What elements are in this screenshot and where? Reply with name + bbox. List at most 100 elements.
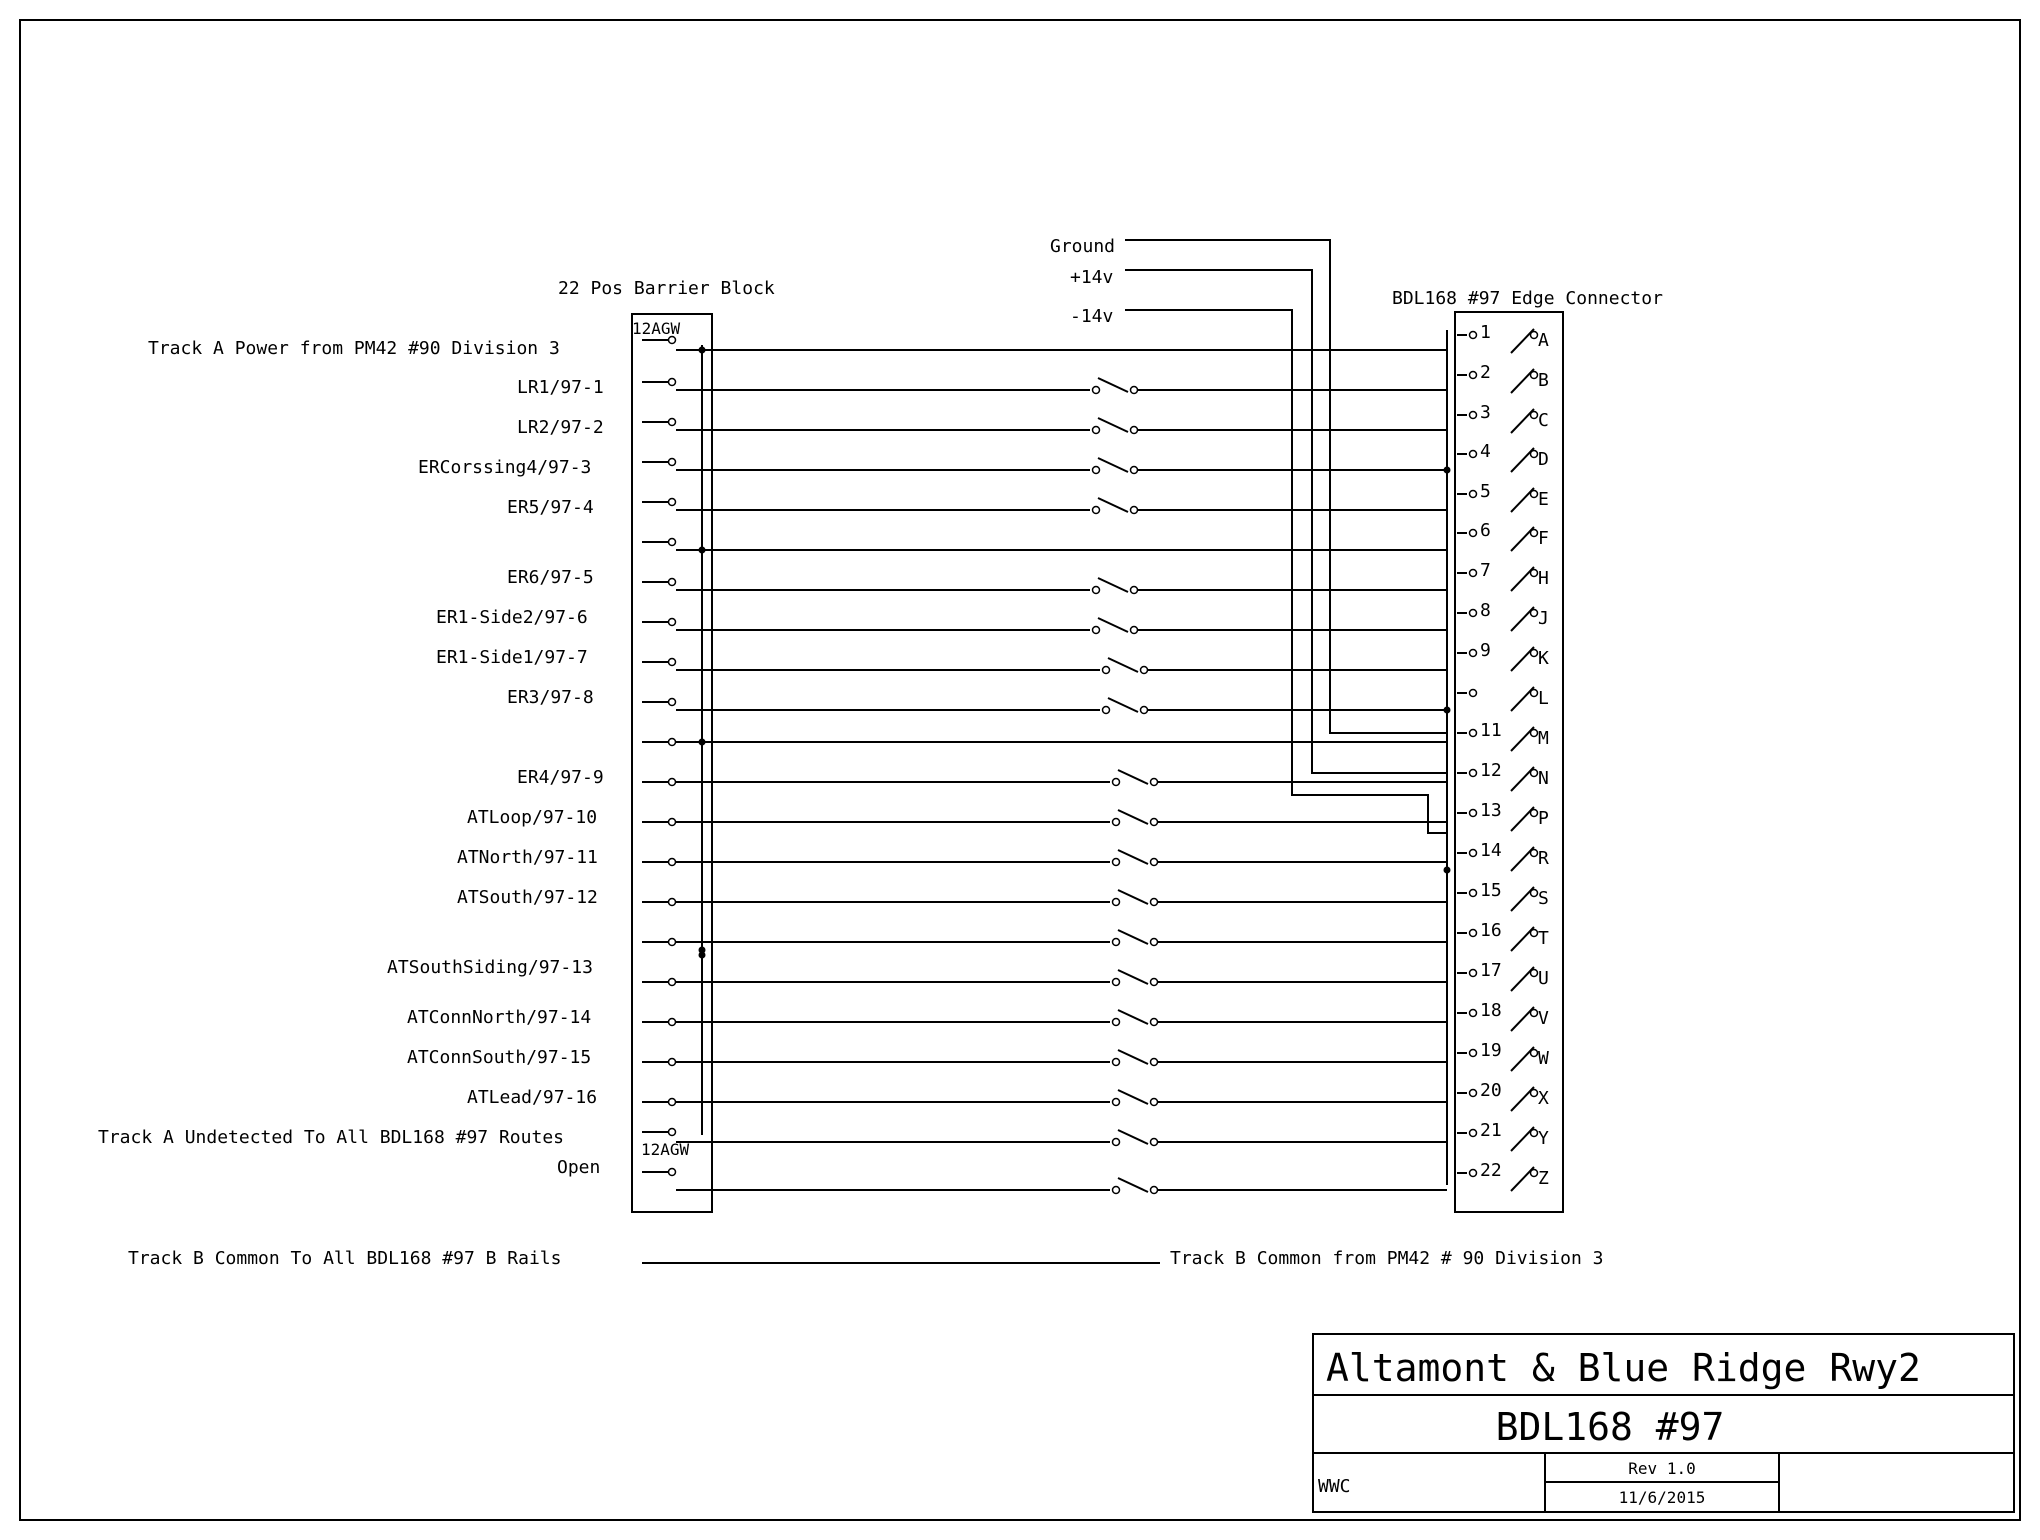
switch-right-19 — [1149, 1057, 1159, 1067]
pin-number-17: 17 — [1480, 960, 1502, 981]
pin-contact-b-8 — [1529, 608, 1539, 618]
pin-contact-11 — [1468, 728, 1478, 738]
terminal-8 — [667, 617, 677, 627]
title-date: 11/6/2015 — [1619, 1488, 1706, 1507]
switch-blade-7 — [1097, 577, 1129, 593]
terminal-11 — [667, 737, 677, 747]
switch-right-22 — [1149, 1185, 1159, 1195]
pin-contact-b-14 — [1529, 848, 1539, 858]
terminal-13 — [667, 817, 677, 827]
pin-switch-4 — [1510, 447, 1535, 473]
pin-letter-11: M — [1538, 728, 1549, 749]
power-label-ground: Ground — [1050, 236, 1115, 257]
bus-junction-5 — [698, 951, 706, 959]
pin-contact-18 — [1468, 1008, 1478, 1018]
wire-label-er6: ER6/97-5 — [507, 567, 594, 588]
wire-label-er1-side1: ER1-Side1/97-7 — [436, 647, 588, 668]
wire-label-atsouthsiding: ATSouthSiding/97-13 — [387, 957, 593, 978]
pin-number-18: 18 — [1480, 1000, 1502, 1021]
power-label-plus14: +14v — [1070, 267, 1113, 288]
switch-right-10 — [1139, 705, 1149, 715]
power-label-minus14: -14v — [1070, 306, 1113, 327]
switch-blade-21 — [1117, 1129, 1149, 1145]
pin-number-2: 2 — [1480, 362, 1491, 383]
wire-label-atconnnorth: ATConnNorth/97-14 — [407, 1007, 591, 1028]
pin-number-15: 15 — [1480, 880, 1502, 901]
pin-contact-16 — [1468, 928, 1478, 938]
switch-left-14 — [1111, 857, 1121, 867]
wire-label-open: Open — [557, 1157, 600, 1178]
pin-contact-1 — [1468, 330, 1478, 340]
connector-junction-3 — [1443, 866, 1451, 874]
pin-letter-14: R — [1538, 848, 1549, 869]
barrier-block-title: 22 Pos Barrier Block — [558, 278, 775, 299]
switch-left-3 — [1091, 425, 1101, 435]
pin-letter-21: Y — [1538, 1128, 1549, 1149]
switch-left-5 — [1091, 505, 1101, 515]
switch-blade-16 — [1117, 929, 1149, 945]
pin-letter-5: E — [1538, 489, 1549, 510]
pin-contact-b-7 — [1529, 568, 1539, 578]
power-wire-ground — [1125, 239, 1447, 734]
switch-right-14 — [1149, 857, 1159, 867]
wire-label-atloop: ATLoop/97-10 — [467, 807, 597, 828]
bus-junction-1 — [698, 346, 706, 354]
wire-label-atconnsouth: ATConnSouth/97-15 — [407, 1047, 591, 1068]
pin-switch-9 — [1510, 646, 1535, 672]
terminal-2 — [667, 377, 677, 387]
switch-right-18 — [1149, 1017, 1159, 1027]
pin-contact-b-6 — [1529, 528, 1539, 538]
pin-switch-14 — [1510, 846, 1535, 872]
switch-right-9 — [1139, 665, 1149, 675]
connector-junction-2 — [1443, 706, 1451, 714]
switch-blade-4 — [1097, 457, 1129, 473]
pin-contact-b-2 — [1529, 370, 1539, 380]
switch-left-15 — [1111, 897, 1121, 907]
switch-left-9 — [1101, 665, 1111, 675]
pin-switch-1 — [1510, 328, 1535, 354]
pin-contact-b-21 — [1529, 1128, 1539, 1138]
terminal-14 — [667, 857, 677, 867]
pin-switch-20 — [1510, 1086, 1535, 1112]
pin-switch-11 — [1510, 726, 1535, 752]
pin-contact-3 — [1468, 410, 1478, 420]
pin-number-3: 3 — [1480, 402, 1491, 423]
wire-label-er5: ER5/97-4 — [507, 497, 594, 518]
edge-connector-title: BDL168 #97 Edge Connector — [1392, 288, 1663, 309]
connector-junction-1 — [1443, 466, 1451, 474]
pin-contact-b-4 — [1529, 449, 1539, 459]
pin-contact-b-15 — [1529, 888, 1539, 898]
wire-label-atlead: ATLead/97-16 — [467, 1087, 597, 1108]
switch-left-20 — [1111, 1097, 1121, 1107]
pin-letter-19: W — [1538, 1048, 1549, 1069]
terminal-12 — [667, 777, 677, 787]
terminal-22 — [667, 1167, 677, 1177]
switch-blade-9 — [1107, 657, 1139, 673]
pin-contact-14 — [1468, 848, 1478, 858]
title-author: WWC — [1318, 1476, 1351, 1497]
pin-contact-b-22 — [1529, 1168, 1539, 1178]
track-b-left-label: Track B Common To All BDL168 #97 B Rails — [128, 1248, 561, 1269]
pin-contact-b-16 — [1529, 928, 1539, 938]
pin-letter-17: U — [1538, 968, 1549, 989]
pin-contact-13 — [1468, 808, 1478, 818]
title-revision: Rev 1.0 — [1628, 1459, 1695, 1478]
terminal-15 — [667, 897, 677, 907]
pin-contact-b-17 — [1529, 968, 1539, 978]
pin-contact-b-10 — [1529, 688, 1539, 698]
pin-letter-22: Z — [1538, 1168, 1549, 1189]
pin-letter-20: X — [1538, 1088, 1549, 1109]
terminal-7 — [667, 577, 677, 587]
terminal-6 — [667, 537, 677, 547]
pin-contact-9 — [1468, 648, 1478, 658]
switch-blade-19 — [1117, 1049, 1149, 1065]
title-company: Altamont & Blue Ridge Rwy2 — [1326, 1346, 1921, 1390]
pin-contact-b-12 — [1529, 768, 1539, 778]
switch-blade-18 — [1117, 1009, 1149, 1025]
title-drawing: BDL168 #97 — [1496, 1405, 1725, 1449]
switch-blade-8 — [1097, 617, 1129, 633]
pin-contact-8 — [1468, 608, 1478, 618]
junction-dots-group — [698, 346, 1451, 959]
pin-contact-15 — [1468, 888, 1478, 898]
